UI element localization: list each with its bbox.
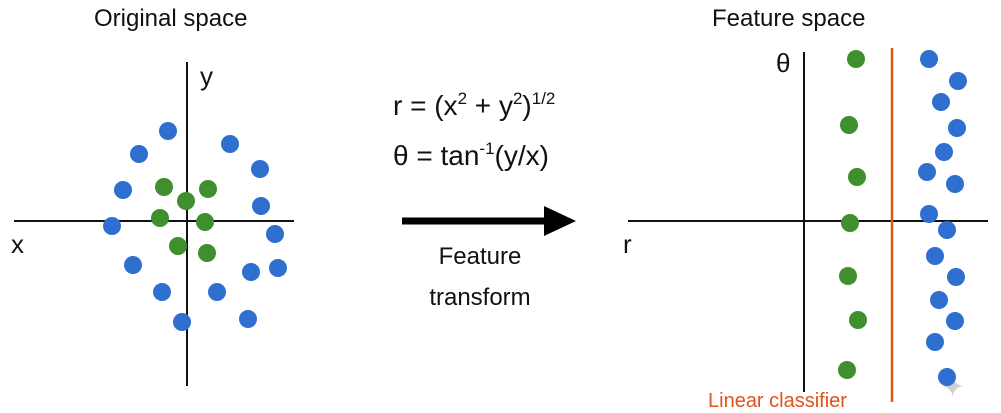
point xyxy=(239,310,257,328)
arrow-label-line1: Feature xyxy=(438,243,522,270)
point xyxy=(269,259,287,277)
formula-r-exp2: 2 xyxy=(512,89,523,108)
point xyxy=(159,122,177,140)
point xyxy=(949,72,967,90)
x-axis-label: x xyxy=(11,229,24,259)
formula-theta-exp: -1 xyxy=(479,139,495,158)
right-green-points xyxy=(838,50,867,379)
point xyxy=(251,160,269,178)
point xyxy=(920,205,938,223)
point xyxy=(841,214,859,232)
arrow-label-line2: transform xyxy=(429,284,531,311)
point xyxy=(938,221,956,239)
theta-axis-label: θ xyxy=(776,48,791,78)
point xyxy=(930,291,948,309)
y-axis-label: y xyxy=(200,61,213,91)
point xyxy=(103,217,121,235)
formula-theta-lhs: θ = tan xyxy=(393,140,480,171)
original-space-title: Original space xyxy=(94,5,248,32)
point xyxy=(196,213,214,231)
point xyxy=(199,180,217,198)
point xyxy=(849,311,867,329)
point xyxy=(153,283,171,301)
point xyxy=(847,50,865,68)
point xyxy=(946,312,964,330)
formula-r-close: ) xyxy=(522,90,532,121)
point xyxy=(130,145,148,163)
feature-space-title: Feature space xyxy=(712,5,866,32)
r-axis-label: r xyxy=(623,229,632,259)
point xyxy=(946,175,964,193)
left-green-points xyxy=(151,178,217,262)
point xyxy=(114,181,132,199)
point xyxy=(926,247,944,265)
formula-r-mid: + y xyxy=(467,90,513,121)
point xyxy=(151,209,169,227)
point xyxy=(938,368,956,386)
point xyxy=(169,237,187,255)
point xyxy=(155,178,173,196)
formula-r-exp3: 1/2 xyxy=(531,89,556,108)
point xyxy=(947,268,965,286)
formula-r: r = (x2 + y2)1/2 xyxy=(393,90,555,122)
point xyxy=(932,93,950,111)
formula-theta-rhs: (y/x) xyxy=(494,140,549,171)
point xyxy=(221,135,239,153)
point xyxy=(920,50,938,68)
feature-transform-arrow-head xyxy=(544,206,576,236)
point xyxy=(918,163,936,181)
right-blue-points xyxy=(918,50,967,386)
point xyxy=(124,256,142,274)
point xyxy=(948,119,966,137)
point xyxy=(252,197,270,215)
formula-theta: θ = tan-1(y/x) xyxy=(393,140,549,172)
point xyxy=(848,168,866,186)
point xyxy=(926,333,944,351)
point xyxy=(838,361,856,379)
point xyxy=(839,267,857,285)
left-blue-points xyxy=(103,122,287,331)
point xyxy=(242,263,260,281)
point xyxy=(177,192,195,210)
formula-r-exp1: 2 xyxy=(457,89,468,108)
point xyxy=(173,313,191,331)
point xyxy=(840,116,858,134)
formula-r-lhs: r = (x xyxy=(393,90,458,121)
point xyxy=(198,244,216,262)
point xyxy=(266,225,284,243)
diagram-canvas xyxy=(14,48,988,402)
point xyxy=(208,283,226,301)
point xyxy=(935,143,953,161)
